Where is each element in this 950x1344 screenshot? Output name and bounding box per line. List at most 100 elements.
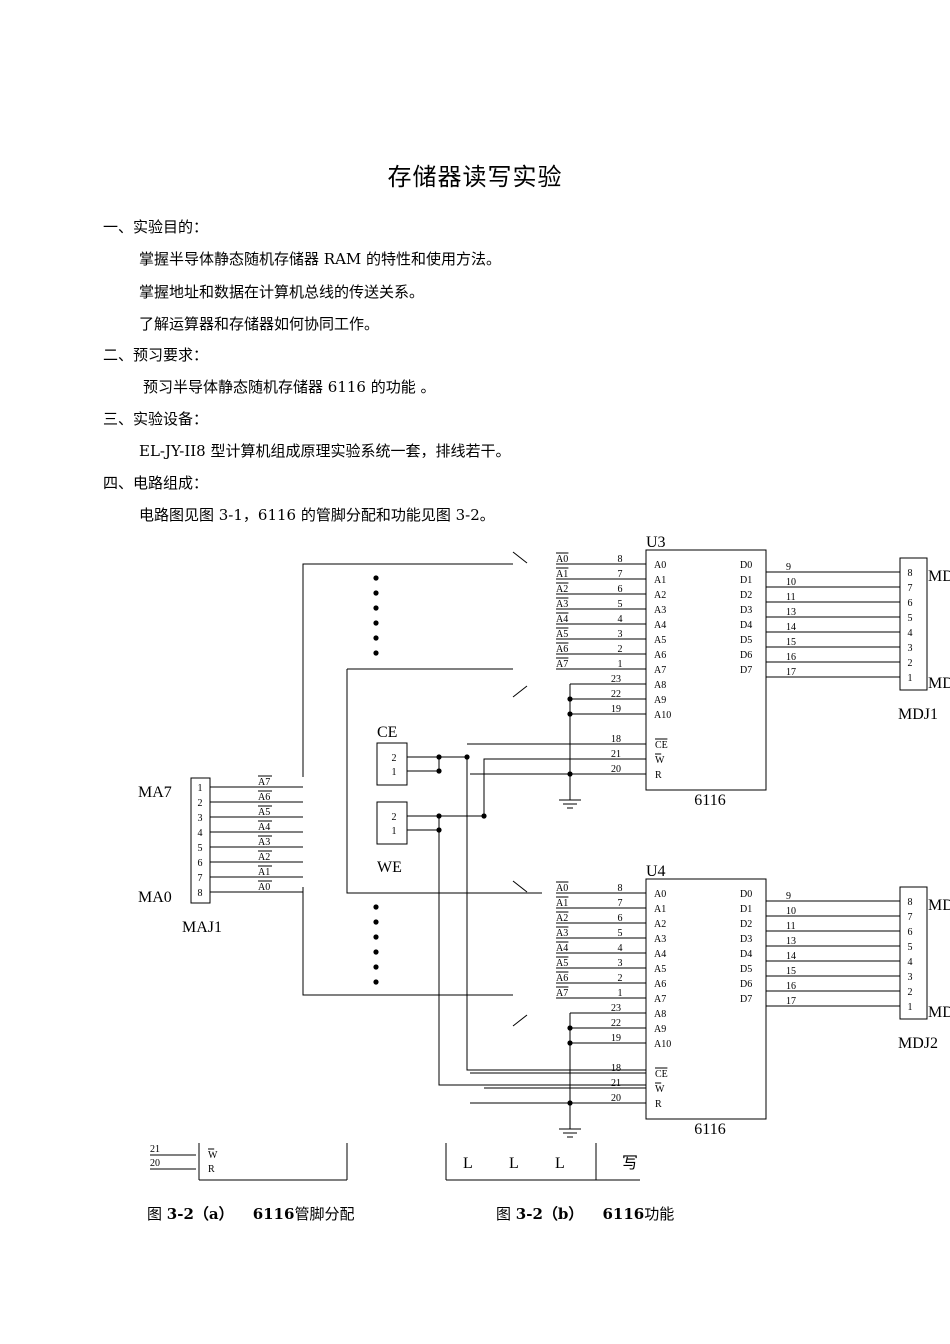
chip-pin-label: A7 — [654, 665, 666, 676]
address-net-label: A0 — [556, 883, 568, 894]
chip-ref: U3 — [646, 534, 666, 551]
pin-number: 19 — [611, 1033, 621, 1044]
address-net-label: A5 — [556, 629, 568, 640]
address-net-label: A7 — [556, 659, 568, 670]
connector-name: MDJ2 — [898, 1035, 938, 1052]
page-title: 存储器读写实验 — [387, 163, 563, 191]
junction-dot — [567, 711, 573, 717]
pin-number: 14 — [786, 951, 796, 962]
continuation-dot — [373, 934, 379, 940]
pin-number: 21 — [611, 749, 621, 760]
control-pin-label: R — [655, 770, 662, 781]
section-item: 电路图见图 3-1，6116 的管脚分配和功能见图 3-2。 — [139, 506, 495, 524]
caption-b: 图 3-2（b） 6116功能 — [496, 1205, 675, 1223]
connector-pin-number: 1 — [908, 673, 913, 684]
chip-pin-label: A9 — [654, 695, 666, 706]
pin-number: 20 — [611, 1093, 621, 1104]
pin-number: 2 — [618, 644, 623, 655]
connector-pin-number: 4 — [908, 628, 913, 639]
connector-pin-number: 2 — [198, 798, 203, 809]
address-net-label: A5 — [556, 958, 568, 969]
address-net-label: A7 — [258, 777, 270, 788]
connector-pin-number: 3 — [908, 972, 913, 983]
junction-dot — [436, 768, 442, 774]
continuation-dot — [373, 949, 379, 955]
address-net-label: A6 — [258, 792, 270, 803]
continuation-dot — [373, 575, 379, 581]
section-heading: 四、电路组成： — [103, 474, 209, 492]
connector-pin-number: 3 — [908, 643, 913, 654]
pin-number: 9 — [786, 891, 791, 902]
pin-number: 7 — [618, 569, 623, 580]
pin-number: 22 — [611, 689, 621, 700]
address-bus — [302, 563, 513, 777]
fragment-pin: 21 — [150, 1144, 160, 1155]
section-item: 预习半导体静态随机存储器 6116 的功能 。 — [143, 378, 436, 396]
chip-pin-label: D4 — [740, 620, 752, 631]
chip-body — [645, 549, 767, 791]
address-net-label: A6 — [556, 973, 568, 984]
continuation-dot — [373, 964, 379, 970]
pin-number: 15 — [786, 637, 796, 648]
junction-dot — [567, 1025, 573, 1031]
section-heading: 三、实验设备： — [103, 410, 209, 428]
chip-pin-label: A4 — [654, 620, 666, 631]
connector-pin-number: 5 — [198, 843, 203, 854]
continuation-dot — [373, 620, 379, 626]
address-net-label: A2 — [556, 584, 568, 595]
address-net-label: A6 — [556, 644, 568, 655]
pin-number: 5 — [618, 928, 623, 939]
junction-dot — [464, 754, 470, 760]
chip-pin-label: A8 — [654, 1009, 666, 1020]
control-pin-label: W — [655, 755, 665, 766]
connector-body — [899, 886, 928, 1020]
pin-number: 10 — [786, 577, 796, 588]
address-bus — [346, 669, 542, 894]
connector-pin-number: 2 — [908, 987, 913, 998]
connector-name: MDJ1 — [898, 706, 938, 723]
chip-ref: U4 — [646, 863, 666, 880]
connector-body — [190, 777, 211, 904]
chip-pin-label: D6 — [740, 650, 752, 661]
pin-number: 6 — [618, 913, 623, 924]
switch-pin: 1 — [392, 767, 397, 778]
chip-pin-label: A1 — [654, 904, 666, 915]
connector-pin-number: 8 — [198, 888, 203, 899]
junction-dot — [567, 696, 573, 702]
we-net — [438, 830, 646, 1086]
fragment-pin-label: W — [208, 1150, 218, 1161]
chip-pin-label: A2 — [654, 919, 666, 930]
address-net-label: A0 — [258, 882, 270, 893]
address-net-label: A4 — [258, 822, 270, 833]
chip-pin-label: D1 — [740, 904, 752, 915]
address-net-label: A0 — [556, 554, 568, 565]
chip-pin-label: D1 — [740, 575, 752, 586]
pin-number: 16 — [786, 981, 796, 992]
section-item: EL-JY-II8 型计算机组成原理实验系统一套，排线若干。 — [139, 442, 511, 460]
address-net-label: A3 — [556, 599, 568, 610]
connector-name: MAJ1 — [182, 919, 222, 936]
continuation-dot — [373, 904, 379, 910]
chip-pin-label: D3 — [740, 605, 752, 616]
switch-label: CE — [377, 724, 397, 741]
address-net-label: A1 — [556, 898, 568, 909]
fragment-pin-label: R — [208, 1164, 215, 1175]
pin-number: 17 — [786, 667, 796, 678]
pin-number: 10 — [786, 906, 796, 917]
chip-pin-label: A1 — [654, 575, 666, 586]
switch-body — [376, 801, 408, 845]
address-net-label: A7 — [556, 988, 568, 999]
pin-number: 23 — [611, 674, 621, 685]
bus-break — [512, 551, 528, 564]
address-net-label: A4 — [556, 614, 568, 625]
continuation-dot — [373, 919, 379, 925]
address-net-label: A5 — [258, 807, 270, 818]
section-heading: 二、预习要求： — [103, 346, 209, 364]
continuation-dot — [373, 650, 379, 656]
address-net-label: A4 — [556, 943, 568, 954]
chip-pin-label: D6 — [740, 979, 752, 990]
ce-net — [439, 756, 646, 1071]
address-net-label: A2 — [556, 913, 568, 924]
connector-label: MA0 — [138, 889, 172, 906]
truth-table-cell: L — [509, 1155, 519, 1172]
